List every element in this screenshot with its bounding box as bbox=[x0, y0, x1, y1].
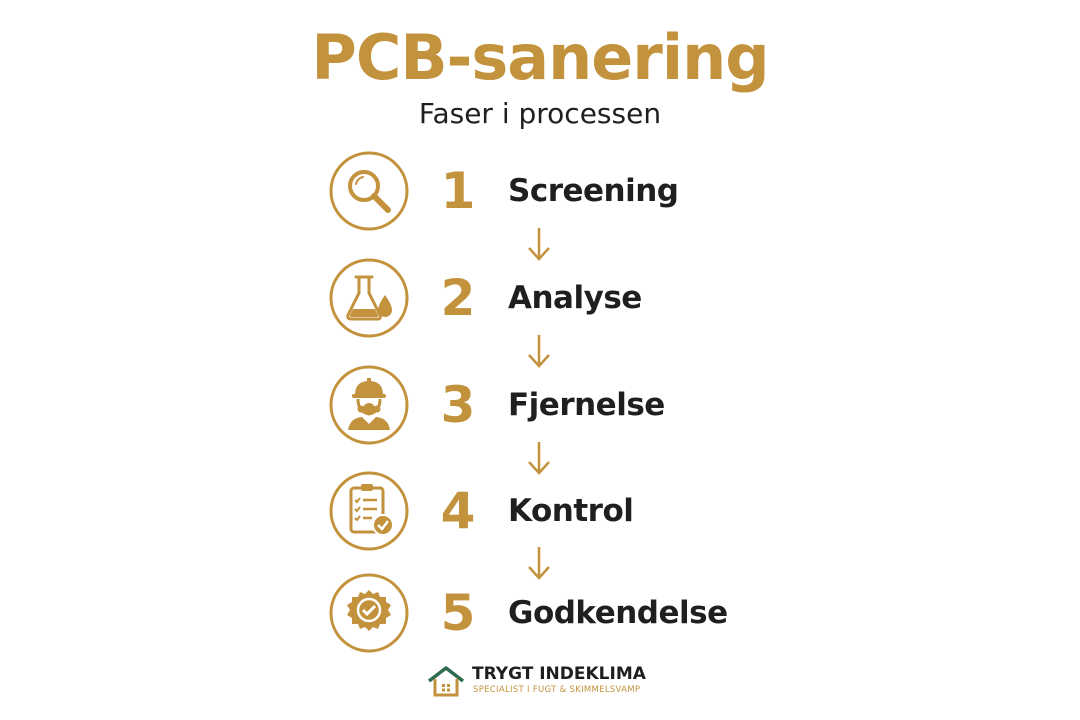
page-title: PCB-sanering bbox=[311, 21, 769, 94]
clipboard-check-icon bbox=[328, 470, 410, 552]
arrow-down-icon bbox=[526, 333, 552, 369]
house-icon bbox=[426, 664, 466, 698]
brand-tagline: SPECIALIST I FUGT & SKIMMELSVAMP bbox=[473, 685, 641, 695]
step-number: 3 bbox=[440, 376, 476, 434]
step-analyse: 2 Analyse bbox=[328, 257, 748, 339]
step-number: 4 bbox=[440, 482, 476, 540]
arrow-down-icon bbox=[526, 440, 552, 476]
step-label: Fjernelse bbox=[508, 387, 665, 423]
brand-name: TRYGT INDEKLIMA bbox=[472, 664, 646, 684]
arrow-down-icon bbox=[526, 545, 552, 581]
magnifier-icon bbox=[328, 150, 410, 232]
step-number: 1 bbox=[440, 162, 476, 220]
approval-badge-icon bbox=[328, 572, 410, 654]
step-label: Kontrol bbox=[508, 493, 634, 529]
worker-respirator-icon bbox=[328, 364, 410, 446]
page-subtitle: Faser i processen bbox=[418, 97, 662, 130]
flask-drop-icon bbox=[328, 257, 410, 339]
step-number: 2 bbox=[440, 269, 476, 327]
step-label: Screening bbox=[508, 173, 679, 209]
step-godkendelse: 5 Godkendelse bbox=[328, 572, 748, 654]
step-label: Godkendelse bbox=[508, 595, 728, 631]
step-screening: 1 Screening bbox=[328, 150, 748, 232]
arrow-down-icon bbox=[526, 226, 552, 262]
step-fjernelse: 3 Fjernelse bbox=[328, 364, 748, 446]
step-kontrol: 4 Kontrol bbox=[328, 470, 748, 552]
brand-logo: TRYGT INDEKLIMA SPECIALIST I FUGT & SKIM… bbox=[426, 662, 666, 702]
step-number: 5 bbox=[440, 584, 476, 642]
step-label: Analyse bbox=[508, 280, 642, 316]
